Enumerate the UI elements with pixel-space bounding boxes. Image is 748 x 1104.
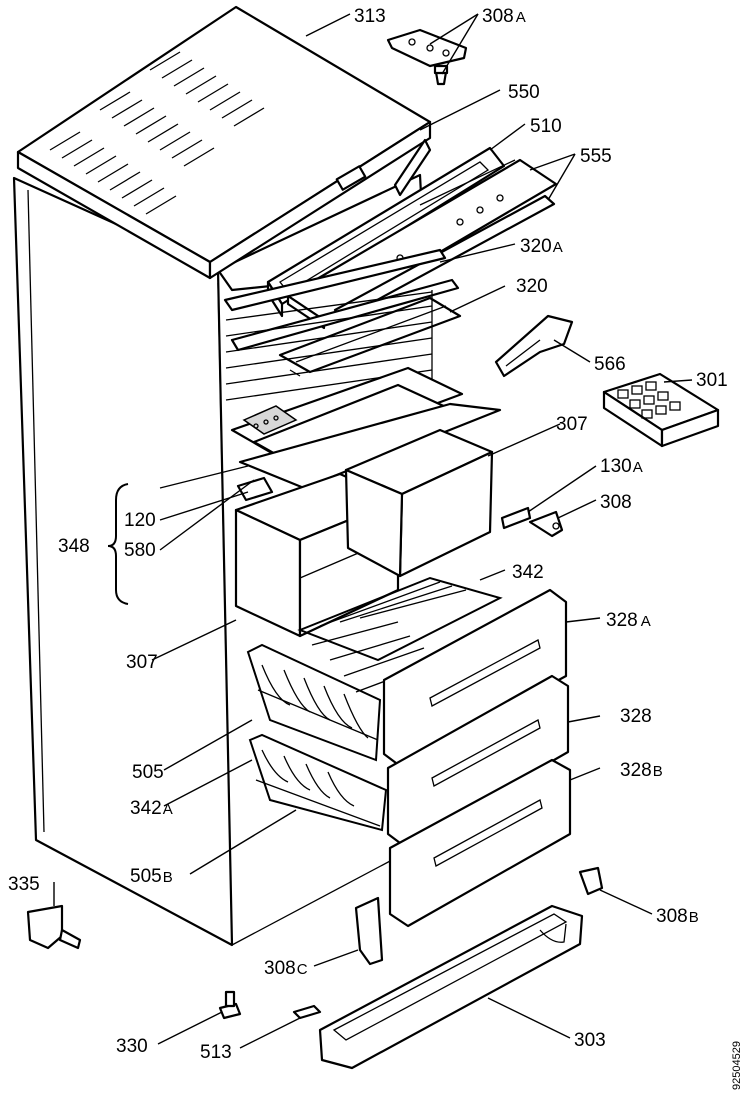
foot-330 — [218, 990, 242, 1020]
label-580: 580 — [124, 540, 156, 561]
freezer-box-307-right — [344, 428, 494, 578]
label-342: 342 — [512, 562, 544, 583]
ice-scraper-566 — [494, 314, 574, 378]
label-505: 505 — [132, 762, 164, 783]
wire-basket-505 — [246, 643, 382, 762]
drawer-front-328a — [382, 588, 568, 768]
label-307-top: 307 — [556, 414, 588, 435]
label-328b: 328B — [620, 760, 663, 781]
label-308c: 308C — [264, 958, 308, 979]
label-308b: 308B — [656, 906, 699, 927]
document-number: 92504529 — [731, 1041, 743, 1090]
label-320: 320 — [516, 276, 548, 297]
label-513: 513 — [200, 1042, 232, 1063]
plinth-303 — [318, 904, 584, 1070]
ice-tray-301 — [602, 372, 720, 448]
label-308: 308 — [600, 492, 632, 513]
wire-basket-342 — [297, 576, 503, 693]
label-307-bottom: 307 — [126, 652, 158, 673]
label-348: 348 — [58, 536, 90, 557]
clip-513 — [292, 1004, 322, 1020]
label-566: 566 — [594, 354, 626, 375]
drawer-front-328 — [386, 674, 570, 848]
top-cover-vents — [49, 51, 265, 215]
label-550: 550 — [508, 82, 540, 103]
hinge-308 — [528, 510, 564, 538]
label-510: 510 — [530, 116, 562, 137]
top-cover-313 — [16, 5, 432, 280]
label-301: 301 — [696, 370, 728, 391]
label-303: 303 — [574, 1030, 606, 1051]
glass-shelf-320a — [223, 248, 460, 352]
label-330: 330 — [116, 1036, 148, 1057]
clip-130a — [500, 506, 532, 530]
wire-basket-342a — [248, 733, 388, 832]
inner-back-grille — [225, 290, 433, 430]
freezer-shelf-cover — [230, 366, 502, 502]
hinge-308a — [386, 28, 468, 86]
hinge-335 — [26, 904, 82, 950]
label-320a: 320A — [520, 236, 563, 257]
bracket-348 — [107, 483, 129, 605]
hinge-308c — [354, 896, 384, 966]
label-555: 555 — [580, 146, 612, 167]
label-505b: 505B — [130, 866, 173, 887]
label-120: 120 — [124, 510, 156, 531]
label-328: 328 — [620, 706, 652, 727]
hinge-308b — [578, 866, 604, 896]
label-342a: 342A — [130, 798, 173, 819]
label-335: 335 — [8, 874, 40, 895]
drawer-front-328b — [388, 758, 572, 928]
label-130a: 130A — [600, 456, 643, 477]
label-313: 313 — [354, 6, 386, 27]
leader-lines — [53, 13, 693, 1049]
